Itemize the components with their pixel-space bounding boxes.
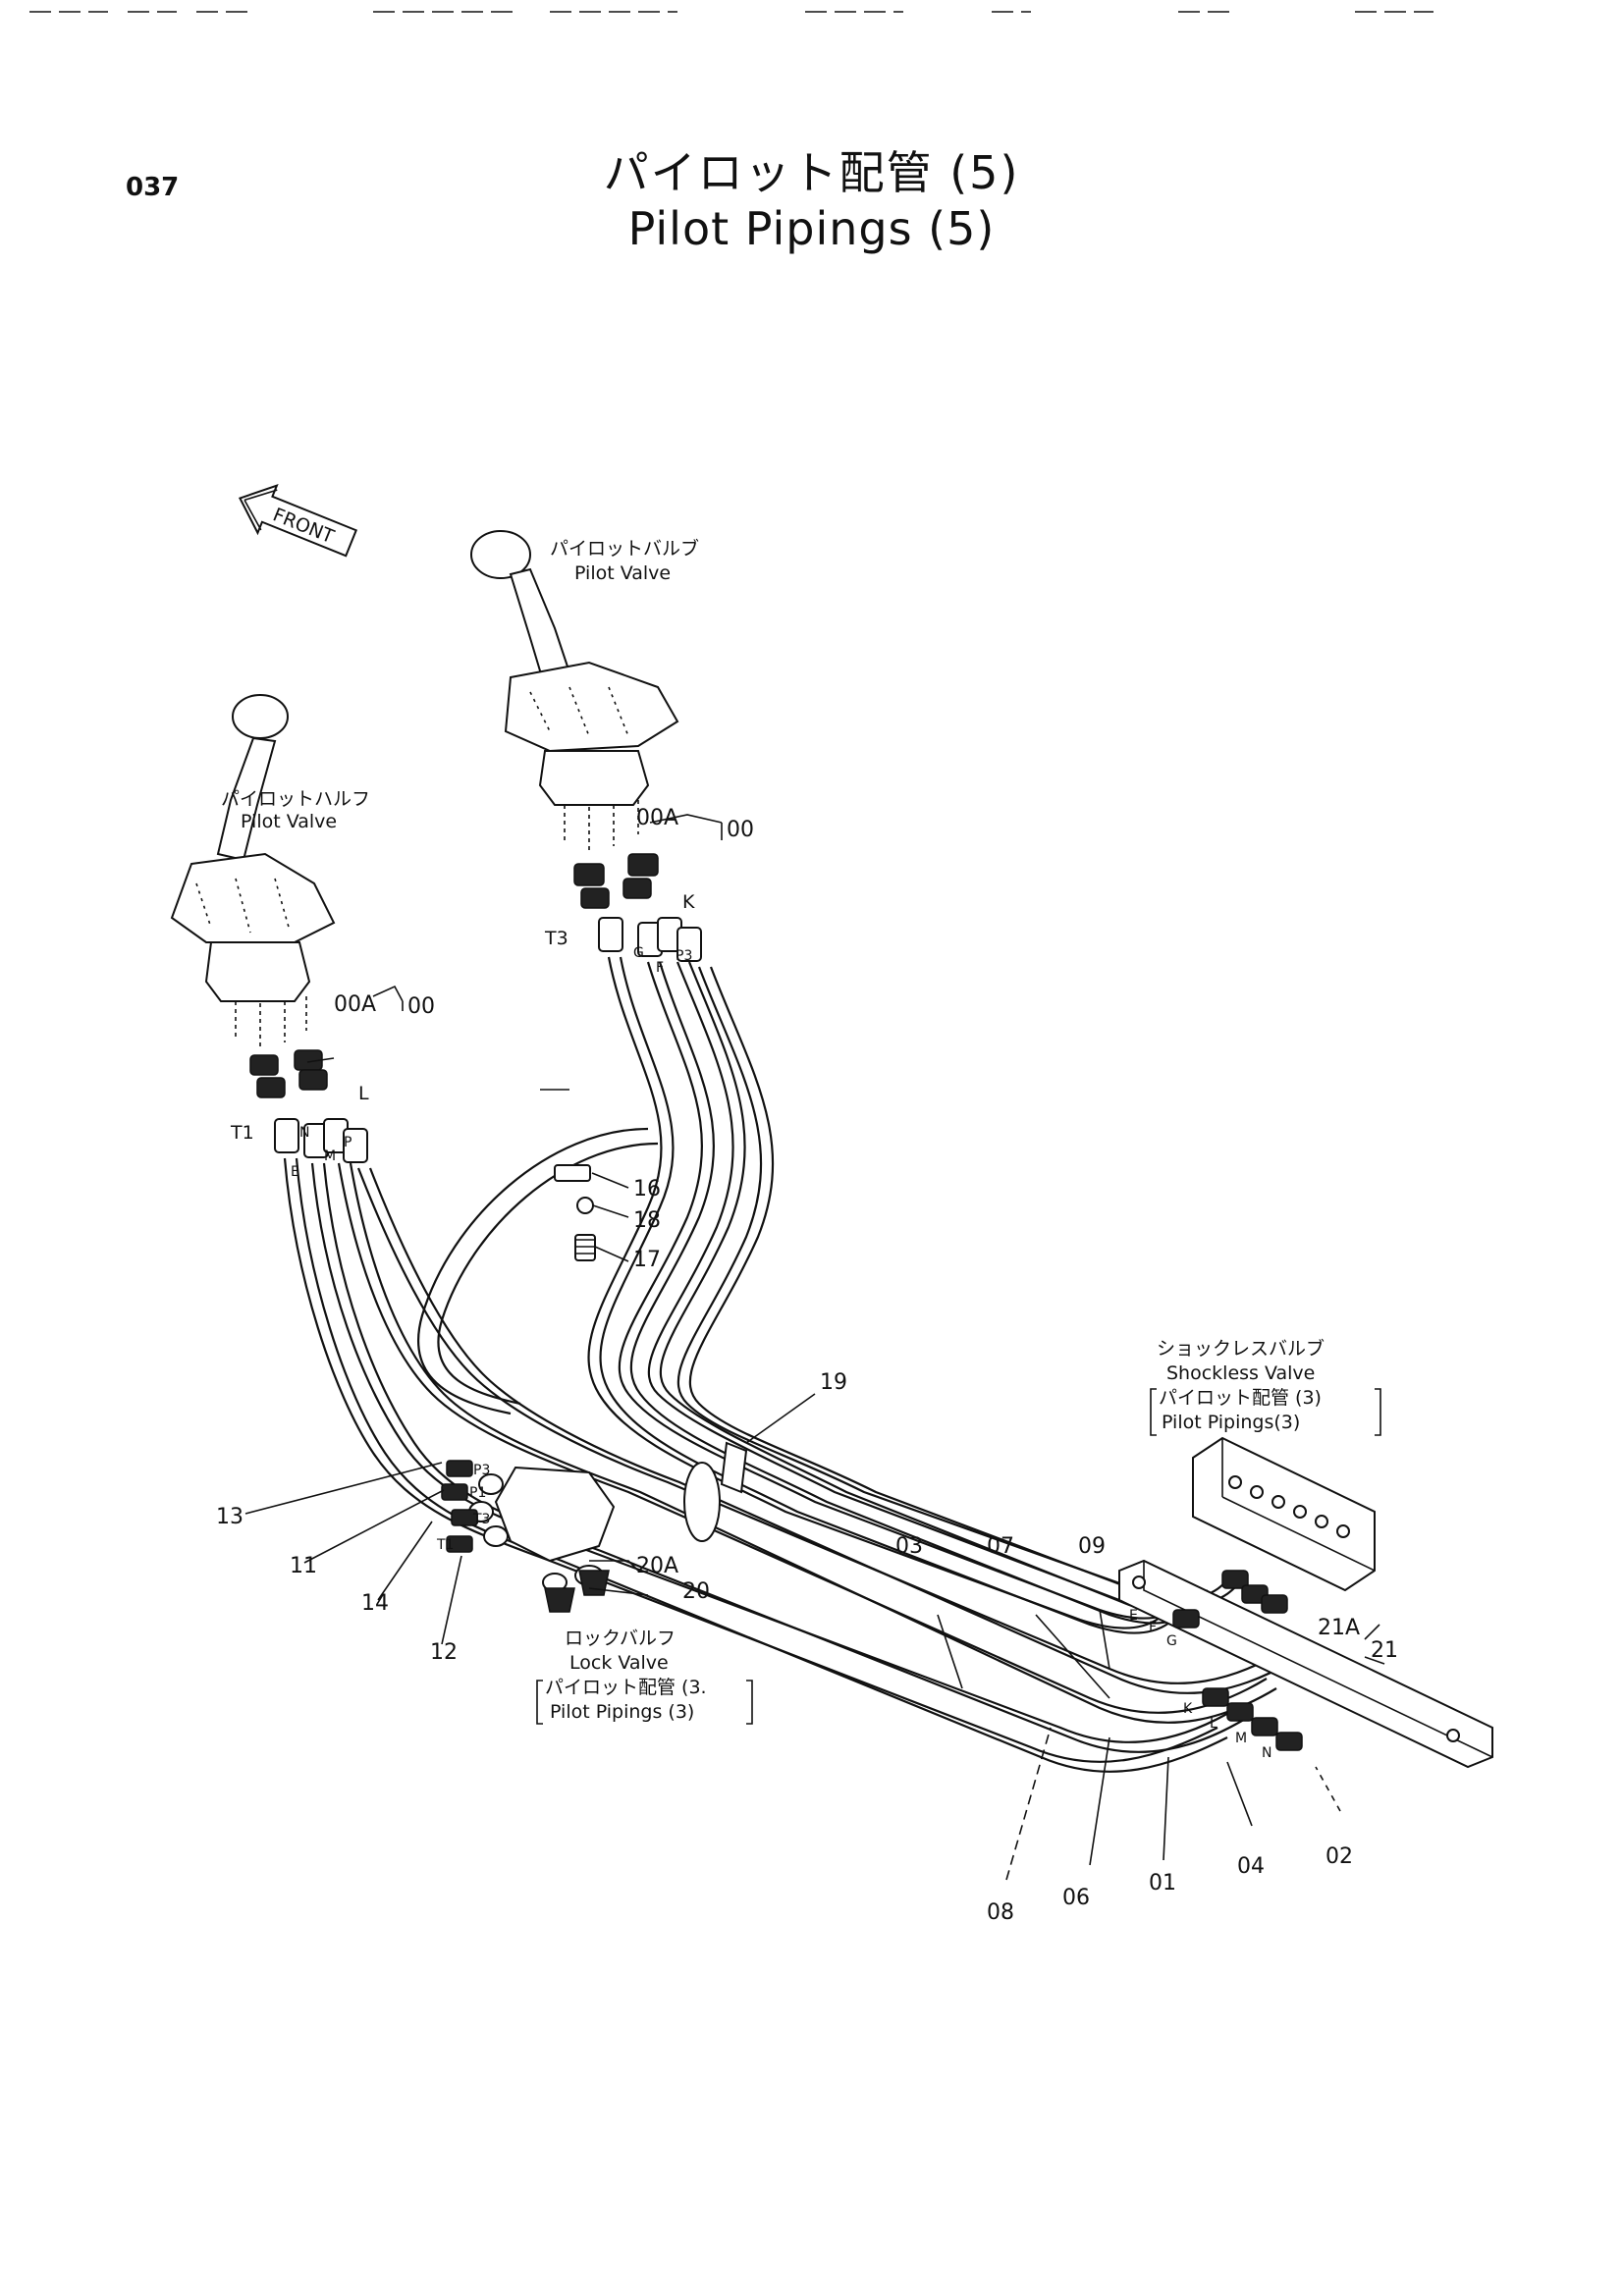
part-12: 12 <box>430 1640 458 1665</box>
part-21a: 21A <box>1318 1616 1360 1640</box>
port-p: P <box>344 1135 352 1150</box>
port-t1-left: T1 <box>230 1122 254 1144</box>
part-19: 19 <box>820 1370 847 1395</box>
band-clamp <box>683 1441 748 1542</box>
port-k-shockless: K <box>1183 1701 1193 1717</box>
part-21: 21 <box>1371 1638 1398 1663</box>
port-f: F <box>656 960 664 976</box>
pilot-valve-left-jp: パイロットハルフ <box>221 788 370 810</box>
port-p3-lock: P3 <box>473 1463 490 1478</box>
port-l: L <box>358 1083 369 1104</box>
part-14: 14 <box>361 1591 389 1616</box>
pilot-valve-right-jp: パイロットバルブ <box>550 537 699 560</box>
front-arrow-icon: FRONT <box>238 483 358 558</box>
port-t3-lock: T3 <box>472 1512 490 1527</box>
part-09: 09 <box>1078 1534 1106 1559</box>
part-11: 11 <box>290 1554 317 1578</box>
annotation-text: パイロットバルブ Pilot Valve パイロットハルフ Pilot Valv… <box>216 537 1398 1925</box>
port-f-shockless: F <box>1149 1620 1157 1635</box>
page-number: 037 <box>126 173 180 202</box>
lock-valve <box>441 1460 616 1613</box>
pilot-valve-right <box>470 530 679 852</box>
shockless-valve-block <box>1118 1436 1493 1769</box>
part-04: 04 <box>1237 1854 1265 1879</box>
port-e-shockless: E <box>1129 1608 1138 1624</box>
lock-valve-en: Lock Valve <box>569 1652 669 1674</box>
page-title-japanese: パイロット配管 (5) <box>603 146 1020 199</box>
part-06: 06 <box>1062 1886 1090 1910</box>
port-t1-lock: T1 <box>436 1537 454 1553</box>
port-g: G <box>633 945 644 961</box>
part-17: 17 <box>633 1248 661 1272</box>
lock-valve-ref-en: Pilot Pipings (3) <box>550 1701 694 1723</box>
lock-valve-ref-jp: パイロット配管 (3. <box>545 1677 707 1698</box>
part-03: 03 <box>895 1534 923 1559</box>
part-02: 02 <box>1325 1844 1353 1869</box>
port-k: K <box>682 891 695 913</box>
port-l-shockless: L <box>1210 1716 1217 1732</box>
part-16: 16 <box>633 1177 661 1201</box>
port-n-shockless: N <box>1262 1745 1271 1761</box>
pilot-valve-left-en: Pilot Valve <box>241 811 337 832</box>
part-08: 08 <box>987 1900 1014 1925</box>
hoses-right-valve <box>587 956 1238 1634</box>
leader-lines <box>244 814 1385 1881</box>
port-e: E <box>291 1164 299 1180</box>
part-07: 07 <box>987 1534 1014 1559</box>
port-m-shockless: M <box>1235 1731 1247 1746</box>
pilot-valve-right-en: Pilot Valve <box>574 562 671 584</box>
fittings-right-valve <box>573 853 702 962</box>
part-01: 01 <box>1149 1871 1176 1896</box>
port-m: M <box>324 1148 336 1164</box>
shockless-valve-ref-jp: パイロット配管 (3) <box>1159 1387 1322 1409</box>
shockless-valve-en: Shockless Valve <box>1166 1362 1315 1384</box>
pilot-valve-left <box>170 694 336 1048</box>
fittings-left-valve <box>249 1049 368 1163</box>
part-00a-right: 00A <box>636 806 678 830</box>
port-g-shockless: G <box>1166 1633 1177 1649</box>
part-00-left: 00 <box>407 994 435 1019</box>
port-p3-top: P3 <box>676 948 692 964</box>
part-20a: 20A <box>636 1554 678 1578</box>
part-00a-left: 00A <box>334 992 376 1017</box>
lock-valve-jp: ロックバルフ <box>565 1628 676 1649</box>
shockless-valve-jp: ショックレスバルブ <box>1157 1337 1325 1360</box>
part-18: 18 <box>633 1208 661 1233</box>
part-20: 20 <box>682 1579 710 1604</box>
port-p1-lock: P1 <box>469 1485 486 1501</box>
part-13: 13 <box>216 1505 243 1529</box>
port-t3-top: T3 <box>544 928 568 949</box>
part-00-right: 00 <box>727 818 754 842</box>
page-title-english: Pilot Pipings (5) <box>627 202 996 255</box>
port-n: N <box>299 1125 309 1141</box>
shockless-valve-ref-en: Pilot Pipings(3) <box>1162 1412 1300 1433</box>
hose-loop-clamp <box>416 1127 659 1415</box>
